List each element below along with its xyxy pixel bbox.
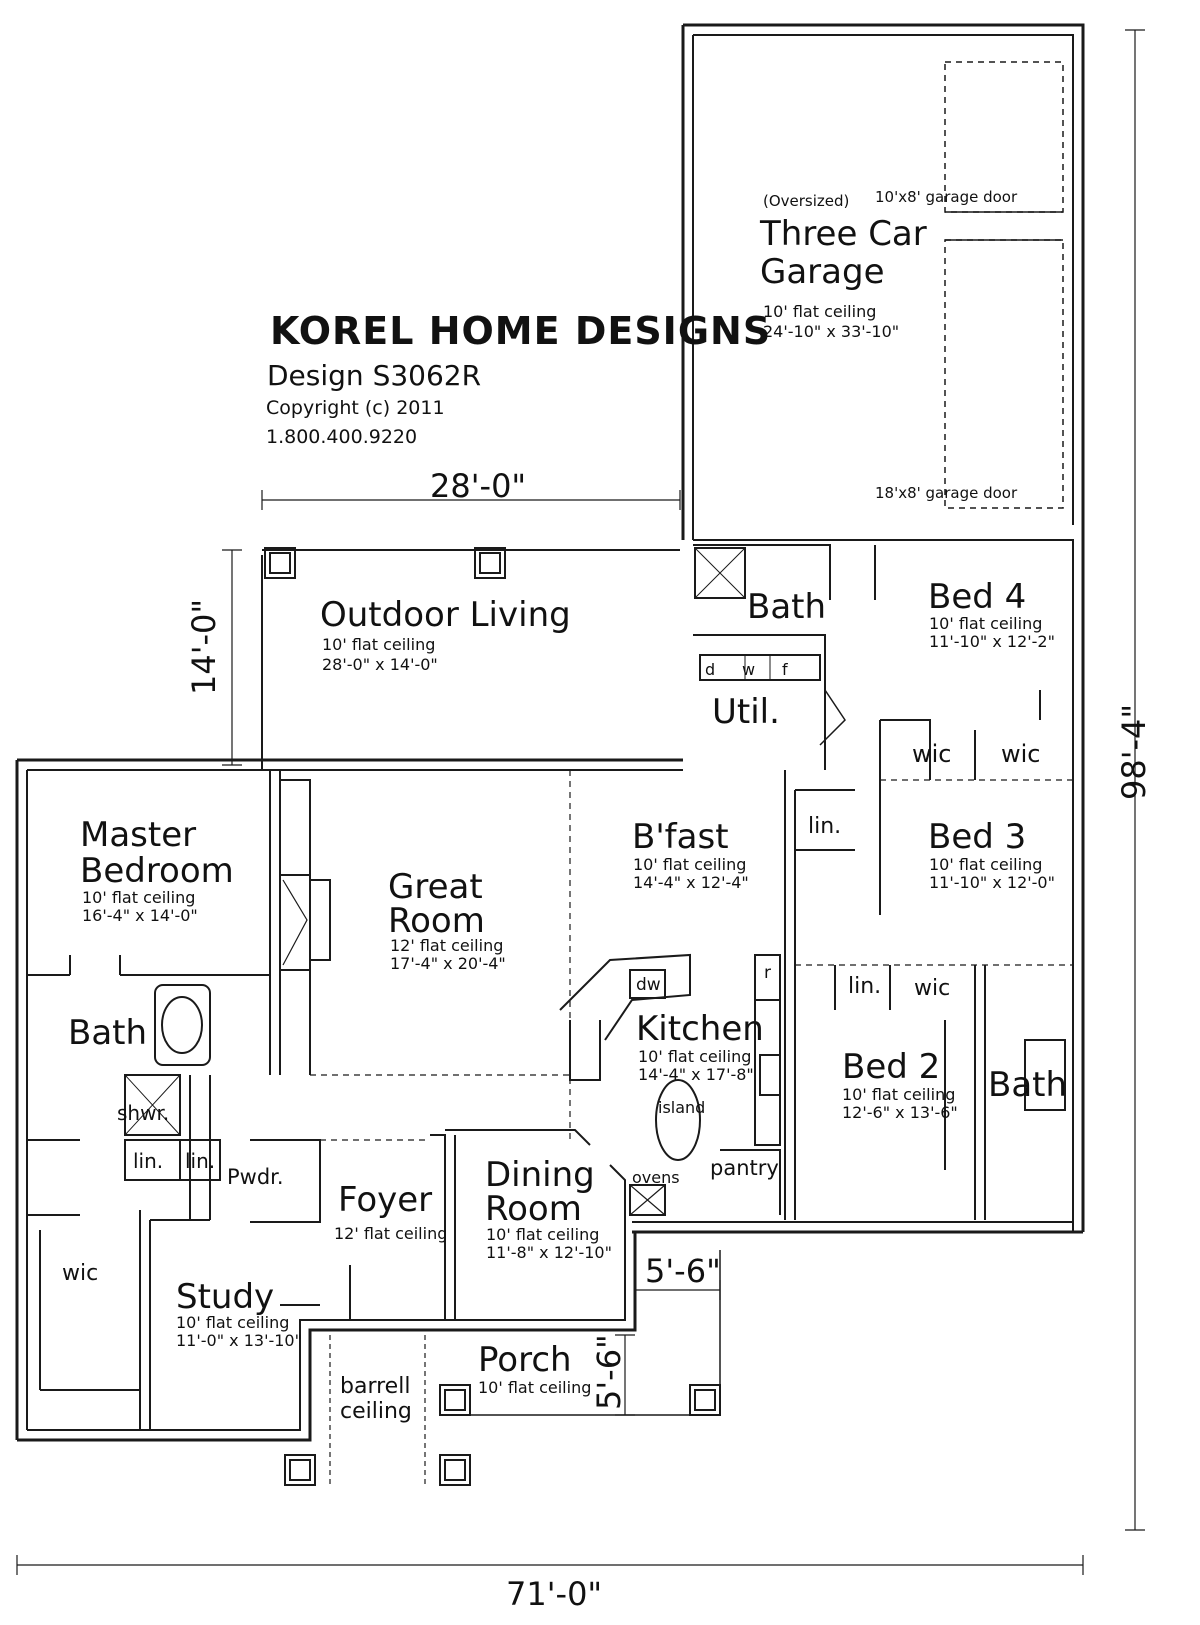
bed3-ceiling: 10' flat ceiling [929,855,1043,874]
dining-ceiling: 10' flat ceiling [486,1225,600,1244]
bed2-size: 12'-6" x 13'-6" [842,1103,958,1122]
outdoor-living-name: Outdoor Living [320,595,571,635]
garage-name-1: Three Car [760,214,927,254]
porch-depth-dim: 5'-6" [590,1334,628,1410]
bfast-size: 14'-4" x 12'-4" [633,873,749,892]
great-room-ceiling: 12' flat ceiling [390,936,504,955]
master-name-1: Master [80,815,197,855]
master-name-2: Bedroom [80,851,234,891]
garage-size: 24'-10" x 33'-10" [763,322,900,341]
study-name: Study [176,1277,275,1317]
linen-a: lin. [133,1149,164,1173]
porch-ceiling: 10' flat ceiling [478,1378,592,1397]
bed4-size: 11'-10" x 12'-2" [929,632,1055,651]
linen-bed2: lin. [848,974,882,999]
bed3-size: 11'-10" x 12'-0" [929,873,1055,892]
garage-note: (Oversized) [763,192,850,210]
outdoor-living-ceiling: 10' flat ceiling [322,635,436,654]
porch-name: Porch [478,1340,572,1380]
total-width-dim: 71'-0" [506,1575,603,1613]
wic-bed4-b: wic [1001,740,1041,768]
study-ceiling: 10' flat ceiling [176,1313,290,1332]
wic-bed4-a: wic [912,740,952,768]
dining-name-1: Dining [485,1155,595,1195]
util-name: Util. [712,692,780,732]
bed4-ceiling: 10' flat ceiling [929,614,1043,633]
dishwasher-label: dw [636,975,661,995]
study-size: 11'-0" x 13'-10" [176,1331,302,1350]
bfast-name: B'fast [632,817,729,857]
brand-name: KOREL HOME DESIGNS [270,309,772,353]
kitchen-ceiling: 10' flat ceiling [638,1047,752,1066]
dining-size: 11'-8" x 12'-10" [486,1243,612,1262]
barrell-ceiling-2: ceiling [340,1399,412,1424]
garage-name-2: Garage [760,252,885,292]
linen-b: lin. [185,1149,216,1173]
garage-ceiling: 10' flat ceiling [763,302,877,321]
util-washer: w [742,660,756,679]
bed2-name: Bed 2 [842,1047,941,1087]
master-ceiling: 10' flat ceiling [82,888,196,907]
porch-width-dim: 5'-6" [645,1252,721,1290]
garage-door-2: 18'x8' garage door [875,484,1018,502]
kitchen-name: Kitchen [636,1009,764,1049]
island-label: island [658,1098,706,1117]
kitchen-size: 14'-4" x 17'-8" [638,1065,754,1084]
shower-label: shwr. [117,1101,170,1125]
design-number: Design S3062R [267,359,482,392]
powder-room-label: Pwdr. [227,1165,284,1189]
foyer-name: Foyer [338,1180,433,1220]
linen-hall: lin. [808,814,842,839]
wic-master: wic [62,1261,99,1286]
bath-bed2-name: Bath [988,1065,1068,1105]
great-room-name-1: Great [388,867,483,907]
bed2-ceiling: 10' flat ceiling [842,1085,956,1104]
bed3-name: Bed 3 [928,817,1027,857]
outdoor-width-dim: 28'-0" [430,467,527,505]
ovens-label: ovens [632,1168,680,1187]
foyer-ceiling: 12' flat ceiling [334,1224,448,1243]
dining-name-2: Room [485,1189,582,1229]
great-room-name-2: Room [388,901,485,941]
outdoor-depth-dim: 14'-0" [185,598,223,695]
great-room-size: 17'-4" x 20'-4" [390,954,506,973]
outdoor-living-size: 28'-0" x 14'-0" [322,655,438,674]
total-depth-dim: 98'-4" [1115,703,1153,800]
bath-garage-name: Bath [747,587,827,627]
barrell-ceiling-1: barrell [340,1374,411,1399]
master-bath-name: Bath [68,1013,148,1053]
garage-door-1: 10'x8' garage door [875,188,1018,206]
pantry-label: pantry [710,1156,779,1180]
master-size: 16'-4" x 14'-0" [82,906,198,925]
util-freezer: f [782,660,788,679]
bfast-ceiling: 10' flat ceiling [633,855,747,874]
wic-bed2: wic [914,976,951,1001]
fridge-label: r [764,963,771,983]
phone-number: 1.800.400.9220 [266,426,418,448]
copyright: Copyright (c) 2011 [266,397,445,419]
bed4-name: Bed 4 [928,577,1027,617]
util-dryer: d [705,660,716,679]
